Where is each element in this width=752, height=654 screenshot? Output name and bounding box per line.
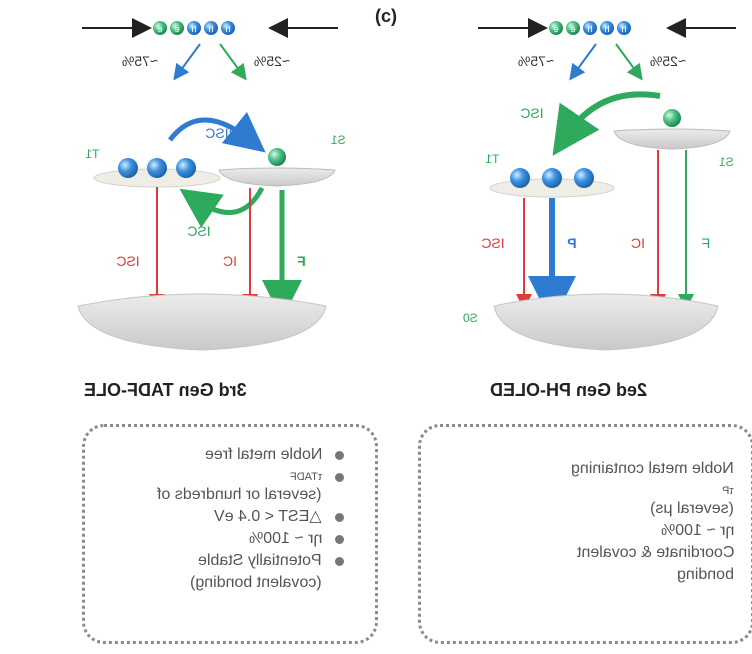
left-s1-exciton xyxy=(268,148,286,166)
right-s1-label: S1 xyxy=(719,155,734,169)
svg-text:h: h xyxy=(225,24,230,34)
right-s1-exciton xyxy=(663,109,681,127)
left-ic-label: IC xyxy=(223,253,237,269)
right-ic-label: IC xyxy=(631,235,645,251)
prop-eta-r-ph: ηr ~ 100% xyxy=(660,522,734,539)
left-heading: 3rd Gen TADF-OLE xyxy=(84,380,247,400)
right-charge-row: e e h h h xyxy=(549,21,631,35)
right-s0-label: S0 xyxy=(463,311,478,325)
prop-tau-tadf-note: (several or hundreds of xyxy=(157,486,322,503)
svg-text:e: e xyxy=(174,24,179,34)
right-pct-triplet: ~75% xyxy=(518,53,554,69)
right-s0-bowl xyxy=(493,293,719,351)
right-branch-arrow-singlet xyxy=(615,43,643,81)
right-t1-exciton xyxy=(510,168,530,188)
svg-text:e: e xyxy=(157,24,162,34)
left-isc-decay-label: ISC xyxy=(116,253,139,269)
left-f-label: F xyxy=(297,253,306,269)
left-branch-arrow-triplet xyxy=(173,43,201,81)
left-t1-exciton xyxy=(118,158,138,178)
right-t1-exciton xyxy=(542,168,562,188)
right-isc-decay-label: ISC xyxy=(481,235,504,251)
prop-stability: Potentially Stable xyxy=(86,550,344,572)
right-isc-top-arrow xyxy=(552,91,661,156)
left-s1-platform xyxy=(218,167,336,187)
left-isc-up-arrow xyxy=(179,186,265,228)
left-s1-label: S1 xyxy=(331,133,346,147)
svg-text:h: h xyxy=(208,24,213,34)
svg-text:h: h xyxy=(587,24,592,34)
right-t1-exciton xyxy=(574,168,594,188)
right-t1-label: T1 xyxy=(485,152,499,166)
prop-tau-p: τP xyxy=(722,485,734,497)
prop-noble-metal-containing: Noble metal containing xyxy=(571,460,734,477)
svg-text:h: h xyxy=(621,24,626,34)
left-t1-label: T1 xyxy=(85,147,99,161)
right-branch-arrow-triplet xyxy=(569,43,597,81)
prop-eta-r: ηr ~ 100% xyxy=(86,528,344,550)
left-branch-arrow-singlet xyxy=(219,43,247,81)
right-panel-diagram: e e h h h ~75% ~25% ISC S1 T1 ISC P IC F xyxy=(463,18,736,351)
right-s1-platform xyxy=(613,128,731,150)
prop-bonding-note: bonding xyxy=(677,566,734,583)
svg-text:e: e xyxy=(553,24,558,34)
left-t1-exciton xyxy=(147,158,167,178)
left-risc-label: RISC xyxy=(205,125,238,141)
svg-text:h: h xyxy=(191,24,196,34)
right-properties-list: Noble metal containing τP (several μs) η… xyxy=(500,458,734,586)
left-pct-triplet: ~75% xyxy=(122,53,158,69)
left-properties-list: Noble metal free τTADF (several or hundr… xyxy=(86,444,344,594)
right-isc-top-label: ISC xyxy=(520,105,543,121)
left-risc-arrow xyxy=(168,111,266,153)
right-p-label: P xyxy=(567,235,576,251)
svg-text:e: e xyxy=(570,24,575,34)
left-panel-diagram: e e h h h ~75% ~25% T1 S1 RISC ISC ISC I… xyxy=(77,18,346,351)
right-f-label: F xyxy=(702,235,711,251)
prop-tau-p-note: (several μs) xyxy=(650,500,734,517)
prop-bonding: Coordinate & covalent xyxy=(576,544,734,561)
left-t1-exciton xyxy=(176,158,196,178)
left-pct-singlet: ~25% xyxy=(254,53,290,69)
panel-tag: (c) xyxy=(375,6,397,26)
left-charge-row: e e h h h xyxy=(153,21,235,35)
prop-noble-metal-free: Noble metal free xyxy=(86,444,344,466)
svg-text:h: h xyxy=(604,24,609,34)
right-pct-singlet: ~25% xyxy=(650,53,686,69)
left-properties-box xyxy=(82,424,378,644)
prop-tau-tadf: τTADF xyxy=(86,466,344,484)
right-heading: 2ed Gen PH-OLED xyxy=(490,380,648,400)
prop-stability-note: (covalent bonding) xyxy=(190,574,322,591)
left-s0-bowl xyxy=(77,293,327,351)
left-isc-up-label: ISC xyxy=(187,223,210,239)
prop-delta-est: △EST < 0.4 eV xyxy=(86,506,344,528)
